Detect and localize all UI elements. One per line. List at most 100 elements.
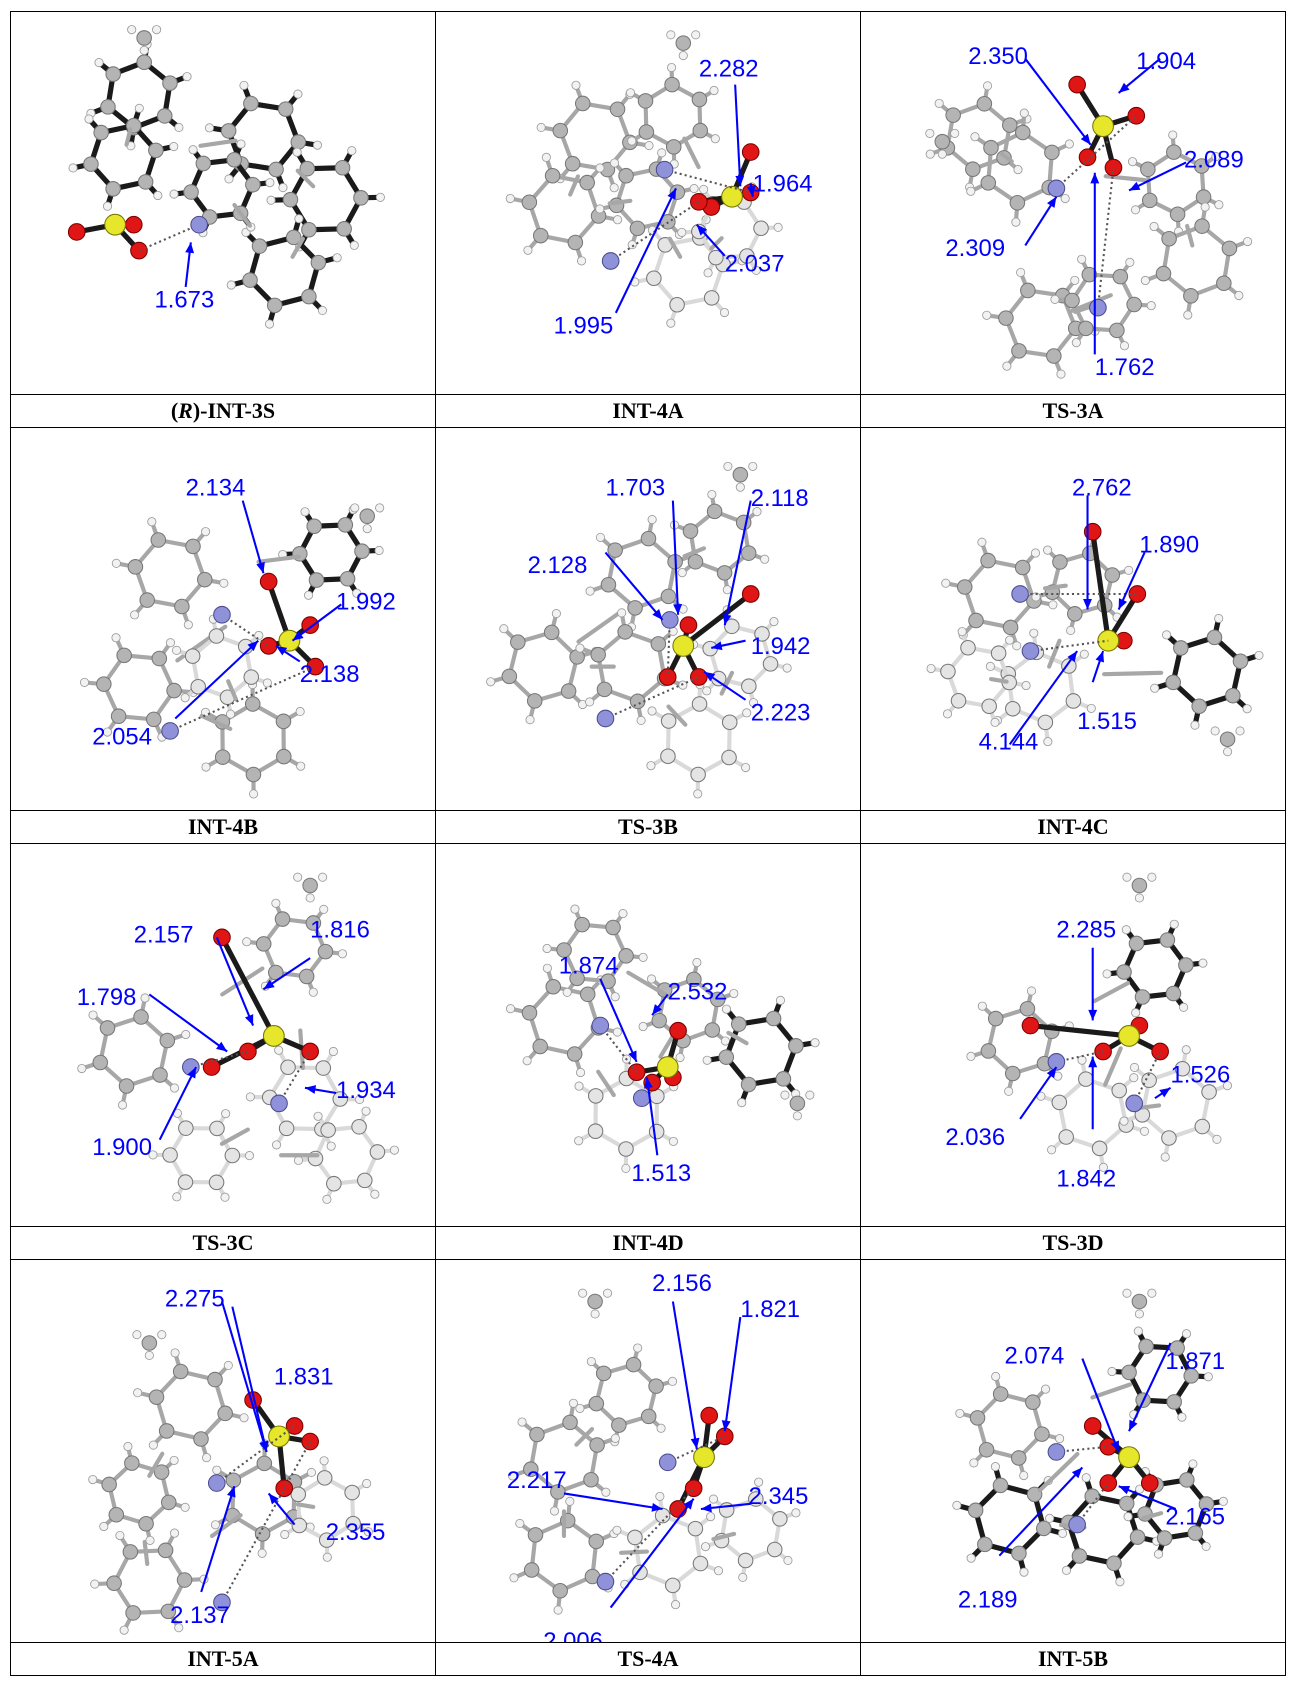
distance-label: 2.156 — [652, 1270, 712, 1297]
oxygen-atom — [1094, 1042, 1112, 1061]
arrow-head — [1110, 1440, 1119, 1452]
hydrogen-atom — [169, 1528, 180, 1538]
carbon-atom — [529, 1426, 545, 1443]
linker-bond — [666, 704, 688, 727]
hydrogen-atom — [1200, 202, 1210, 212]
hydrogen-atom — [710, 134, 720, 144]
oxygen-atom — [1099, 1474, 1118, 1492]
arrow-head — [673, 604, 683, 615]
carbon-atom — [1173, 640, 1189, 656]
carbon-atom — [521, 194, 538, 211]
carbon-atom — [305, 915, 322, 931]
so-bond — [1027, 1022, 1132, 1039]
oxygen-atom — [1140, 1474, 1159, 1492]
distance-label: 2.054 — [92, 723, 152, 750]
hydrogen-atom — [982, 310, 992, 320]
hydrogen-atom — [570, 904, 580, 914]
distance-label: 2.138 — [300, 661, 360, 688]
carbon-atom — [945, 107, 961, 123]
methyl-carbon — [789, 1095, 806, 1112]
distance-label: 2.223 — [751, 700, 811, 727]
methyl-hydrogen — [590, 1309, 600, 1319]
hydrogen-atom — [719, 307, 730, 318]
arrow-head — [1118, 1485, 1131, 1495]
hydrogen-atom — [1071, 338, 1081, 348]
hydrogen-atom — [612, 1525, 622, 1535]
hydrogen-atom — [729, 988, 739, 999]
hydrogen-atom — [721, 1004, 732, 1014]
carbon-atom — [1025, 1394, 1041, 1410]
nitrogen-atom — [1021, 642, 1040, 660]
hydrogen-atom — [783, 1555, 793, 1565]
oxygen-atom — [213, 928, 231, 947]
methyl-carbon — [302, 877, 318, 894]
carbon-atom — [178, 1120, 194, 1136]
carbon-atom — [1194, 218, 1210, 234]
sulfur-atom — [268, 1425, 290, 1448]
panel-1-image: 1.673 — [10, 11, 436, 395]
carbon-atom — [1221, 240, 1238, 257]
hydrogen-atom — [182, 72, 192, 82]
hydrogen-atom — [119, 1625, 129, 1635]
carbon-atom — [1178, 957, 1194, 973]
oxygen-atom — [306, 657, 325, 676]
hydrogen-atom — [1121, 925, 1131, 935]
hydrogen-atom — [220, 1192, 230, 1202]
distance-label: 1.964 — [753, 170, 813, 197]
carbon-atom — [172, 1363, 189, 1380]
carbon-atom — [159, 1032, 176, 1049]
hydrogen-atom — [1201, 1541, 1211, 1551]
carbon-atom — [617, 624, 633, 640]
carbon-atom — [1141, 192, 1158, 209]
hydrogen-atom — [1188, 1459, 1198, 1469]
hydrogen-atom — [180, 1502, 190, 1512]
hydrogen-atom — [982, 81, 993, 91]
hydrogen-atom — [102, 727, 113, 737]
methyl-carbon — [675, 35, 692, 51]
hydrogen-atom — [223, 1360, 233, 1370]
carbon-atom — [721, 714, 738, 730]
methyl-carbon — [934, 133, 951, 150]
methyl-carbon — [141, 1335, 158, 1351]
hydrogen-atom — [955, 1408, 965, 1418]
hydrogen-atom — [601, 1487, 611, 1497]
carbon-atom — [317, 943, 334, 960]
methyl-hydrogen — [723, 461, 733, 471]
arrow-head — [304, 1085, 317, 1094]
hydrogen-atom — [148, 1440, 158, 1450]
hydrogen-atom — [1119, 1116, 1129, 1126]
hydrogen-atom — [294, 214, 304, 224]
panel-2-caption: INT-4A — [435, 393, 861, 428]
hydrogen-atom — [171, 645, 182, 655]
hydrogen-atom — [172, 1192, 182, 1202]
carbon-atom — [244, 696, 261, 712]
carbon-atom — [665, 1577, 681, 1594]
carbon-atom — [1005, 700, 1021, 717]
oxygen-atom — [684, 1479, 703, 1498]
arrow-head — [256, 561, 265, 574]
hydrogen-atom — [1218, 1496, 1228, 1506]
hydrogen-atom — [1177, 1412, 1187, 1422]
hydrogen-atom — [312, 140, 323, 150]
hydrogen-atom — [708, 1494, 719, 1504]
hydrogen-atom — [646, 761, 656, 771]
carbon-atom — [1109, 322, 1125, 339]
carbon-atom — [1002, 619, 1019, 636]
nitrogen-atom — [213, 605, 231, 624]
distance-arrow — [563, 1492, 663, 1510]
sulfur-atom — [656, 1056, 679, 1078]
carbon-atom — [739, 248, 755, 264]
carbon-atom — [122, 1544, 139, 1560]
hydrogen-atom — [610, 1433, 620, 1443]
carbon-atom — [1106, 1555, 1122, 1572]
carbon-atom — [523, 1461, 539, 1477]
carbon-atom — [990, 645, 1007, 661]
hydrogen-atom — [153, 190, 163, 201]
hydrogen-atom — [609, 183, 619, 193]
carbon-atom — [618, 167, 634, 184]
hydrogen-atom — [361, 1106, 371, 1116]
carbon-atom — [718, 1049, 735, 1065]
distance-arrow — [604, 551, 664, 621]
distance-label: 2.345 — [749, 1483, 809, 1510]
carbon-atom — [138, 1515, 154, 1532]
